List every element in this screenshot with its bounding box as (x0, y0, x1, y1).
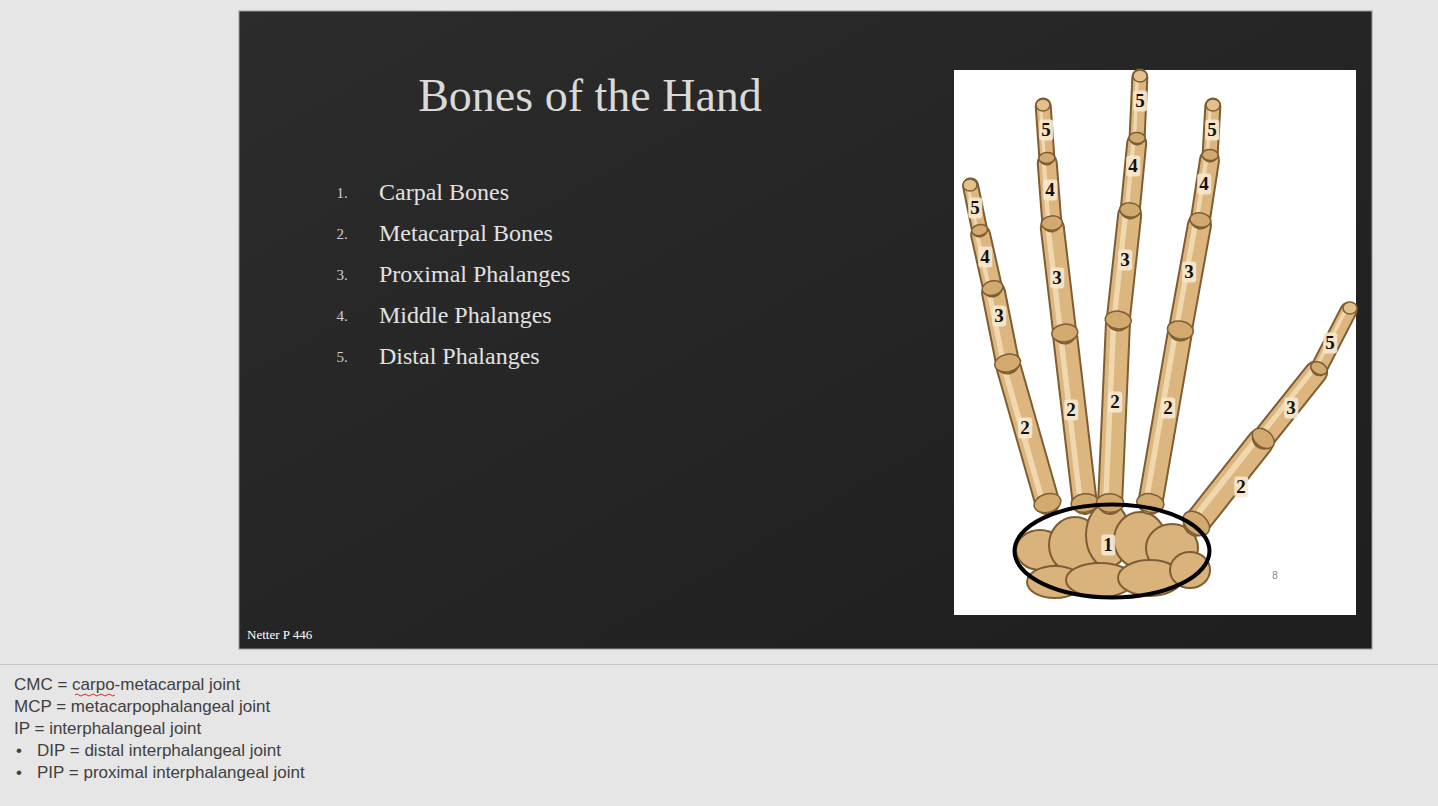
callout-number: 5 (1323, 333, 1337, 354)
list-item: Distal Phalanges (379, 343, 540, 370)
speaker-note: MCP = metacarpophalangeal joint (14, 697, 270, 717)
callout-number: 5 (968, 198, 982, 219)
bone (1197, 442, 1260, 522)
bone-highlight (1176, 224, 1195, 328)
list-number: 3. (336, 267, 347, 284)
note-bullet: • (16, 741, 22, 761)
joint-end (1166, 319, 1195, 341)
note-bullet: • (16, 763, 22, 783)
callout-number: 2 (1018, 418, 1032, 439)
callout-number: 3 (1118, 250, 1132, 271)
callout-number: 4 (1126, 156, 1140, 177)
finger-tip (963, 179, 977, 191)
hand-skeleton (963, 70, 1357, 598)
joint-end (1178, 506, 1214, 540)
bone-highlight (1317, 309, 1346, 366)
list-number: 2. (336, 226, 347, 243)
joint-end (1202, 149, 1219, 161)
joint-end (1248, 424, 1278, 453)
bone (1151, 335, 1180, 502)
bone (1009, 368, 1047, 502)
list-item: Proximal Phalanges (379, 261, 570, 288)
callout-number: 3 (1050, 268, 1064, 289)
bone-highlight (989, 294, 1003, 363)
bone-highlight (1005, 369, 1043, 503)
callout-number: 1 (1101, 535, 1115, 556)
callout-number: 2 (1108, 392, 1122, 413)
bone-outline (1197, 442, 1260, 522)
speaker-note: IP = interphalangeal joint (14, 719, 201, 739)
callout-number: 3 (992, 306, 1006, 327)
callout-number: 2 (1161, 398, 1175, 419)
speaker-note: DIP = distal interphalangeal joint (37, 741, 281, 761)
finger-tip (1133, 70, 1147, 82)
callout-number: 3 (1182, 262, 1196, 283)
joint-end (981, 279, 1005, 298)
callout-number: 4 (978, 247, 992, 268)
joint-end (1189, 211, 1212, 228)
callout-number: 4 (1043, 180, 1057, 201)
joint-end (1104, 310, 1132, 330)
bone-highlight (1061, 338, 1080, 502)
bone-outline (1319, 311, 1348, 368)
joint-end (971, 223, 989, 237)
bone-outline (1009, 368, 1047, 502)
image-panel (954, 70, 1356, 615)
bone-highlight (1106, 325, 1114, 502)
callout-number: 4 (1197, 174, 1211, 195)
speaker-note: CMC = carpo-metacarpal joint (14, 675, 240, 695)
joint-end (1051, 323, 1079, 344)
joint-end (1038, 152, 1055, 164)
joint-end (1041, 215, 1063, 231)
joint-end (1119, 202, 1141, 218)
list-item: Carpal Bones (379, 179, 509, 206)
bone-highlight (1146, 334, 1175, 501)
finger-tip (1343, 302, 1357, 314)
source-note: Netter P 446 (247, 627, 312, 643)
callout-number: 5 (1205, 120, 1219, 141)
callout-number: 5 (1039, 120, 1053, 141)
spellcheck-squiggle (75, 694, 115, 696)
joint-end (1070, 492, 1099, 514)
joint-end (1129, 132, 1146, 144)
bone-outline (1264, 372, 1316, 437)
slide-title: Bones of the Hand (418, 69, 762, 122)
list-number: 1. (336, 185, 347, 202)
finger-tip (1036, 99, 1050, 111)
callout-number: 2 (1234, 477, 1248, 498)
bone (1264, 372, 1316, 437)
list-item: Middle Phalanges (379, 302, 552, 329)
slide-number: 8 (1272, 570, 1278, 581)
bone-highlight (1193, 439, 1256, 519)
joint-end (993, 352, 1022, 374)
carpal-ellipse: 1 (1012, 502, 1212, 600)
finger-tip (1206, 99, 1220, 111)
slide-background (239, 11, 1372, 649)
speaker-note: PIP = proximal interphalangeal joint (37, 763, 305, 783)
callout-number: 2 (1064, 400, 1078, 421)
ellipse-outline (1015, 505, 1210, 598)
list-number: 4. (336, 308, 347, 325)
carpal-bone (1170, 552, 1210, 588)
callout-number: 5 (1133, 91, 1147, 112)
notes-divider (0, 664, 1438, 665)
joint-end (1309, 359, 1330, 377)
callout-number: 3 (1284, 398, 1298, 419)
bone (1319, 311, 1348, 368)
bone-highlight (1261, 370, 1313, 435)
list-item: Metacarpal Bones (379, 220, 553, 247)
list-number: 5. (336, 349, 347, 366)
bone-outline (1151, 335, 1180, 502)
